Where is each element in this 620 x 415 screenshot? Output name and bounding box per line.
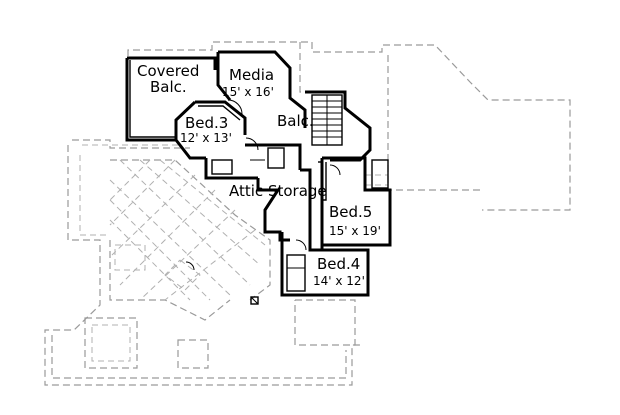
covered-balcony-label-line2: Balc. [150,78,187,96]
bed5-name: Bed.5 [329,203,372,221]
media-room-name: Media [229,66,274,84]
bed4-size: 14' x 12' [313,274,365,288]
roof-outline [44,41,571,386]
bed4-name: Bed.4 [317,255,360,273]
walls [125,50,392,297]
balcony-label: Balc. [277,112,314,130]
column-marker [250,296,259,305]
media-room-size: 15' x 16' [222,85,274,99]
door-swings [185,99,341,271]
bed3-size: 12' x 13' [180,131,232,145]
bed3-name: Bed.3 [185,114,228,132]
covered-balcony-label-line1: Covered [137,62,199,80]
bed5-size: 15' x 19' [329,224,381,238]
attic-storage-label: Attic Storage [229,182,327,200]
